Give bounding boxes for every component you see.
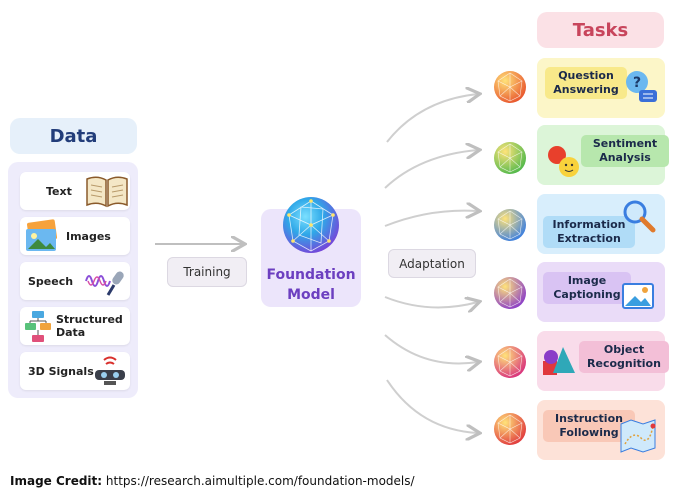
task-label: Instruction Following: [543, 410, 635, 442]
task-sphere-icon: [494, 142, 526, 174]
tasks-header: Tasks: [537, 12, 664, 48]
data-item-text: Text: [20, 172, 130, 210]
data-item-3d-signals: 3D Signals: [20, 352, 130, 390]
foundation-model-line2: Model: [287, 287, 335, 303]
training-label: Training: [167, 257, 247, 287]
photo-icon: [26, 219, 57, 251]
map-icon: [620, 419, 656, 453]
foundation-model-label: Foundation Model: [261, 265, 361, 305]
task-box: Image Captioning: [537, 262, 665, 322]
network-sphere-icon: [283, 197, 339, 253]
data-item-label: Speech: [28, 274, 74, 288]
task-sphere-icon: [494, 209, 526, 241]
flowchart-icon: [25, 311, 51, 342]
adaptation-label: Adaptation: [388, 249, 476, 278]
foundation-model-box: Foundation Model: [261, 197, 361, 307]
data-item-label: Text: [46, 184, 72, 198]
data-item-images: Images: [20, 217, 130, 255]
task-label: Question Answering: [545, 67, 627, 99]
data-item-label: Images: [66, 229, 111, 243]
task-sphere-icon: [494, 413, 526, 445]
emoji-icon: [548, 146, 579, 177]
picture-icon: [622, 283, 654, 309]
data-panel: Text Images Speech: [8, 162, 138, 398]
task-label: Sentiment Analysis: [581, 135, 669, 167]
credit-prefix: Image Credit:: [10, 474, 103, 488]
adaptation-arrows: [384, 94, 478, 433]
book-icon: [86, 176, 128, 208]
task-sphere-icon: [494, 346, 526, 378]
microphone-icon: [85, 271, 124, 296]
task-box: Information Extraction: [537, 194, 665, 254]
task-sphere-icon: [494, 71, 526, 103]
foundation-model-line1: Foundation: [266, 267, 356, 283]
image-credit: Image Credit: https://research.aimultipl…: [10, 474, 415, 488]
data-item-label: 3D Signals: [28, 364, 94, 378]
task-label: Image Captioning: [543, 272, 631, 304]
question-icon: ?: [626, 71, 657, 102]
magnifier-icon: [623, 200, 656, 233]
task-box: Question Answering?: [537, 58, 665, 118]
task-box: Object Recognition: [537, 331, 669, 391]
data-header: Data: [10, 118, 137, 154]
task-sphere-icon: [494, 277, 526, 309]
data-item-label: Structured Data: [56, 313, 123, 339]
task-box: Sentiment Analysis: [537, 125, 669, 185]
shapes-icon: [543, 347, 575, 375]
data-item-speech: Speech: [20, 262, 130, 300]
task-box: Instruction Following: [537, 400, 665, 460]
task-label: Information Extraction: [543, 216, 635, 248]
sensor-icon: [95, 356, 125, 385]
task-label: Object Recognition: [579, 341, 669, 373]
svg-text:?: ?: [633, 75, 641, 91]
data-item-structured: Structured Data: [20, 307, 130, 345]
credit-url: https://research.aimultiple.com/foundati…: [105, 474, 415, 488]
